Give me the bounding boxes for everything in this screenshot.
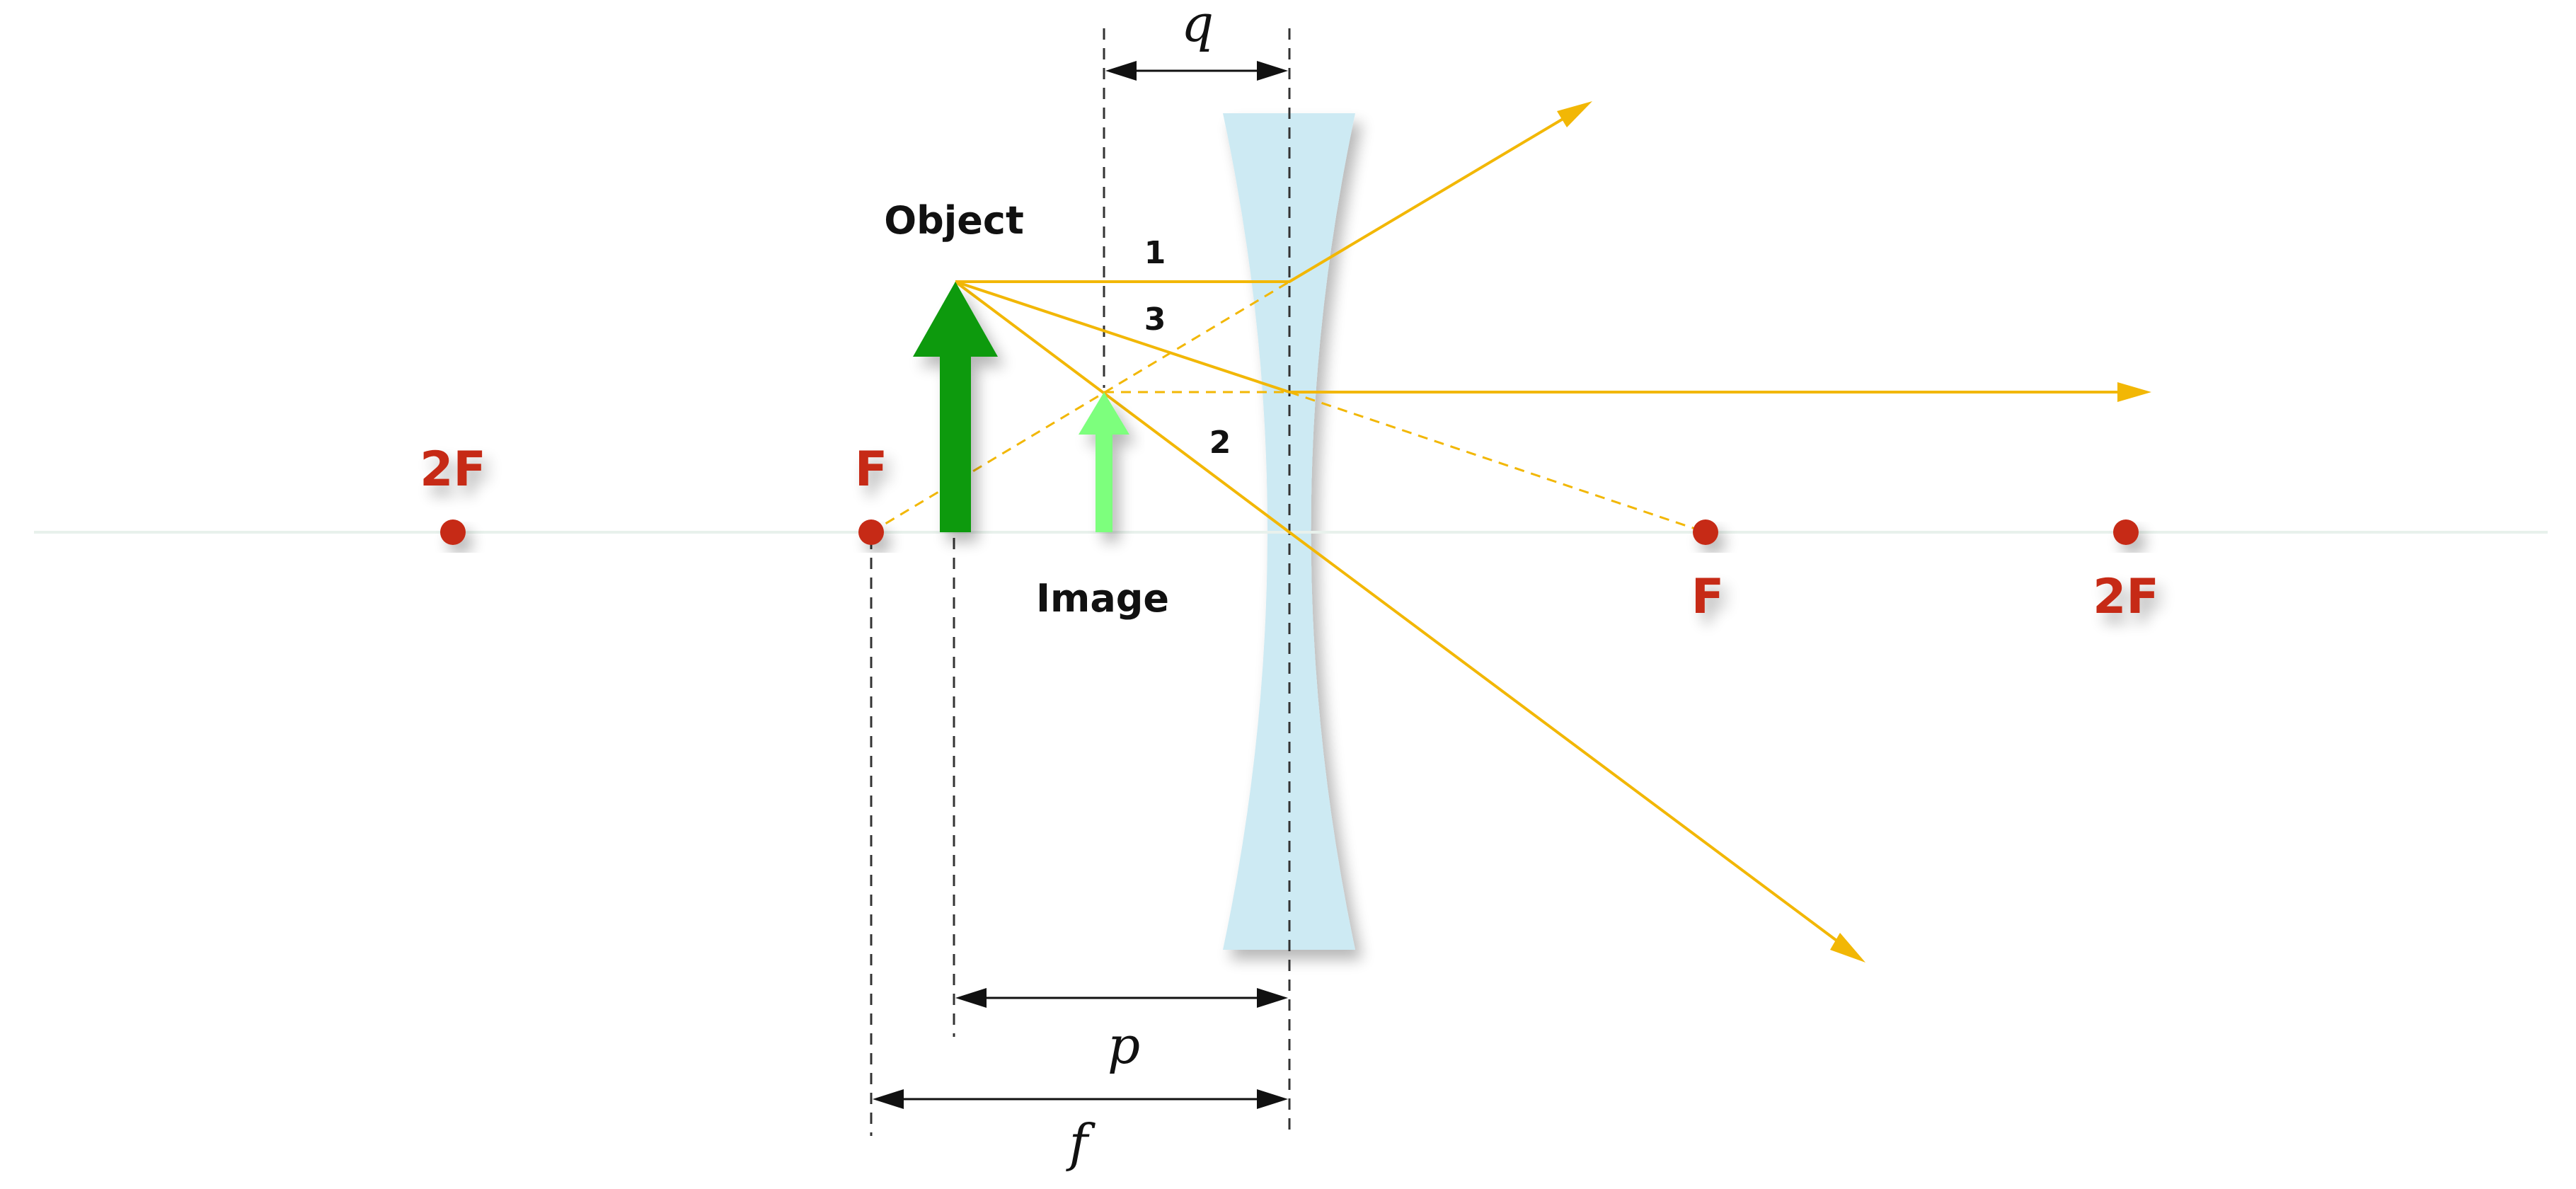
ray-1-label: 1 [1144, 235, 1166, 271]
right-2f-point [2113, 519, 2139, 545]
object-label: Object [884, 198, 1024, 243]
left-2f-point [440, 519, 466, 545]
right-f-label: F [1691, 569, 1724, 625]
ray-3 [955, 280, 2132, 394]
image-label: Image [1036, 576, 1169, 621]
left-f-point [858, 519, 884, 545]
left-2f-label: 2F [420, 442, 486, 498]
f-dimension [873, 1089, 1288, 1109]
dimension-arrows [873, 61, 1288, 1109]
object-arrow [913, 282, 998, 532]
ray-3-arrowhead [2117, 382, 2151, 402]
ray-1 [955, 108, 1581, 283]
q-label: q [1181, 0, 1214, 53]
left-f-label: F [855, 442, 887, 498]
ray-2-label: 2 [1209, 425, 1231, 461]
virtual-ray-f [1289, 391, 1706, 534]
right-2f-label: 2F [2093, 569, 2159, 625]
q-dimension [1105, 61, 1288, 81]
virtual-ray-1 [870, 280, 1290, 534]
ray-1-arrowhead [1557, 101, 1592, 127]
ray-3-label: 3 [1144, 301, 1166, 338]
p-label: p [1108, 1016, 1140, 1075]
focal-point-markers [440, 519, 2139, 545]
ray-2 [954, 280, 1854, 954]
image-arrow [1079, 392, 1129, 532]
ray-2-arrowhead [1830, 933, 1865, 963]
guide-lines [870, 28, 1291, 1136]
right-f-point [1693, 519, 1718, 545]
virtual-rays [870, 280, 1706, 534]
focal-point-labels: 2F F F 2F [420, 442, 2159, 625]
real-rays [954, 108, 2132, 954]
p-dimension [955, 988, 1288, 1008]
ray-arrowheads [1557, 101, 2151, 963]
f-label: f [1066, 1113, 1096, 1173]
